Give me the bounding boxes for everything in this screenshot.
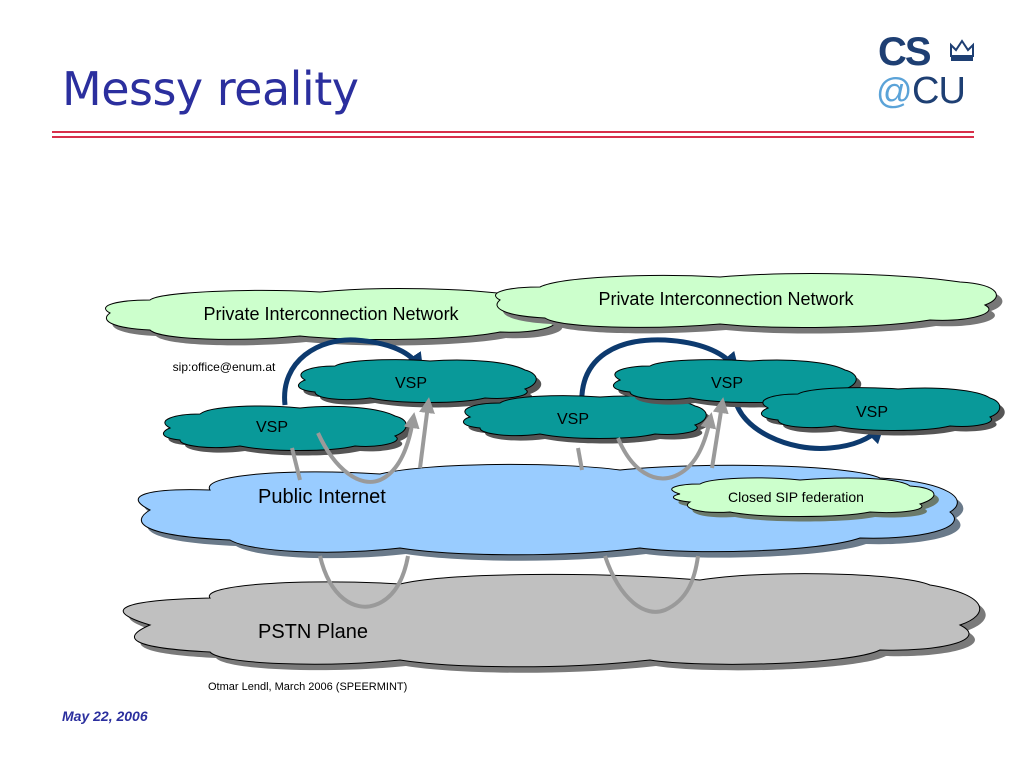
vsp-cloud-2 — [297, 359, 542, 408]
pin-cloud-right — [495, 273, 1003, 334]
pin-route-arrow-right-down — [732, 397, 886, 451]
pstn-route-left — [318, 555, 410, 609]
internet-route-arrow-left-2 — [418, 397, 435, 469]
vsp-label-1: VSP — [256, 419, 288, 436]
pstn-plane-label: PSTN Plane — [258, 621, 368, 643]
pin-cloud-left — [105, 288, 566, 346]
vsp-cloud-4 — [612, 359, 862, 408]
vsp-cloud-5 — [760, 387, 1005, 436]
internet-route-arrow-right-1 — [616, 412, 717, 481]
footer-credit: Otmar Lendl, March 2006 (SPEERMINT) — [208, 681, 408, 693]
crown-icon — [950, 39, 974, 61]
title-rule-bottom — [52, 136, 974, 138]
logo-at-text: @ — [876, 70, 913, 111]
vsp-label-5: VSP — [856, 404, 888, 421]
sip-address-label: sip:office@enum.at — [173, 360, 276, 374]
title-rule-top — [52, 131, 974, 133]
vsp-label-4: VSP — [711, 375, 743, 392]
pin-route-arrow-right-up — [579, 337, 740, 409]
public-internet-label: Public Internet — [258, 486, 386, 508]
pin-label-left: Private Interconnection Network — [203, 304, 459, 324]
closed-sip-federation-cloud — [671, 477, 939, 522]
vsp-label-3: VSP — [557, 411, 589, 428]
pin-label-right: Private Interconnection Network — [598, 289, 854, 309]
internet-route-arrow-right-2 — [710, 397, 729, 469]
vsp-label-2: VSP — [395, 375, 427, 392]
vsp-cloud-3 — [462, 395, 712, 444]
logo-cs-text: CS — [878, 30, 932, 74]
gray-link-vsp3-internet — [576, 447, 584, 471]
gray-link-vsp1-internet — [290, 447, 302, 481]
pstn-route-right — [603, 555, 700, 614]
closed-sip-federation-label: Closed SIP federation — [728, 489, 864, 505]
cs-at-cu-logo: CS @ CU — [876, 28, 976, 118]
footer-date: May 22, 2006 — [62, 708, 148, 724]
logo-cu-text: CU — [912, 70, 966, 112]
pin-route-arrow-left — [282, 337, 424, 406]
pstn-cloud — [122, 573, 986, 673]
internet-route-arrow-left-1 — [316, 412, 420, 484]
vsp-cloud-1 — [162, 405, 412, 456]
slide-title: Messy reality — [62, 62, 359, 116]
